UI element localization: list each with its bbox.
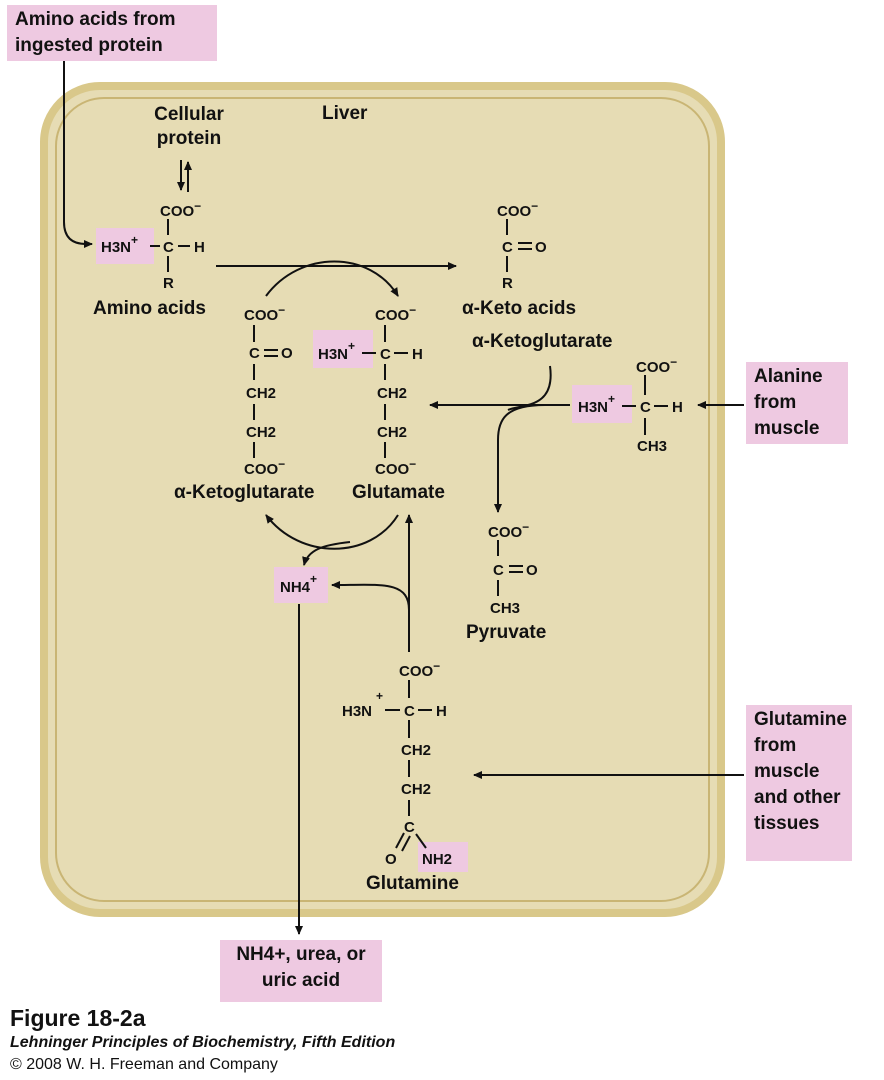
- glu-coo-bottom: COO−: [375, 457, 416, 478]
- h3n-highlight-glutamate: [313, 330, 373, 368]
- alanine-to-pyruvate: [494, 404, 546, 513]
- amino-acids-label: Amino acids: [93, 298, 206, 319]
- aa-r: R: [163, 275, 174, 292]
- ingested-arrow: [63, 60, 93, 248]
- gln-ch2-1: CH2: [401, 742, 431, 759]
- h3n-highlight-top: [96, 228, 154, 264]
- akg-o: O: [281, 345, 293, 362]
- gln-h3n: H3N: [342, 703, 372, 720]
- reaction-arrows: [63, 60, 744, 935]
- glutamine-to-nh4: [331, 580, 410, 611]
- alpha-ketoglutarate-left-label: α-Ketoglutarate: [174, 482, 315, 503]
- ala-h3n: H3N+: [578, 392, 615, 416]
- aa-coo: COO−: [160, 199, 201, 220]
- h3n-highlight-alanine: [572, 385, 632, 423]
- ala-coo: COO−: [636, 355, 677, 376]
- figure-title: Figure 18-2a: [10, 1005, 146, 1031]
- glu-ch2-2: CH2: [377, 424, 407, 441]
- glutamine-source-box: Glutamine from muscle and other tissues: [746, 705, 852, 861]
- gln-o: O: [385, 851, 397, 868]
- glutamine-label: Glutamine: [366, 873, 459, 894]
- cellular-protein-label: Cellular protein: [154, 104, 224, 149]
- gln-c: C: [404, 703, 415, 720]
- alpha-ketoglutarate-right-label: α-Ketoglutarate: [472, 331, 613, 352]
- ingested-protein-box: Amino acids from ingested protein: [7, 5, 217, 61]
- liver-label: Liver: [322, 103, 368, 124]
- akg-coo-top: COO−: [244, 303, 285, 324]
- nh4-urea-label: NH4+, urea, or uric acid: [236, 944, 366, 991]
- akg-coo-bottom: COO−: [244, 457, 285, 478]
- aa-h3n: H3N+: [101, 233, 138, 256]
- gln-c-amide: C: [404, 819, 415, 836]
- book-title: Lehninger Principles of Biochemistry, Fi…: [10, 1034, 396, 1051]
- aa-h: H: [194, 239, 205, 256]
- liver-cell-outer: [40, 82, 725, 917]
- alanine-box: Alanine from muscle: [746, 362, 848, 444]
- akg-c: C: [249, 345, 260, 362]
- chemical-bonds: [150, 219, 668, 852]
- nh4-urea-box: NH4+, urea, or uric acid: [220, 940, 382, 1002]
- glutamate-to-akg-arc: [265, 514, 399, 550]
- copyright: © 2008 W. H. Freeman and Company: [10, 1056, 278, 1073]
- akg-ch2-2: CH2: [246, 424, 276, 441]
- akg-ch2-1: CH2: [246, 385, 276, 402]
- nh4-highlight: [274, 567, 328, 603]
- gln-nh2: NH2: [422, 851, 452, 868]
- liver-cell-inner-border: [55, 97, 710, 902]
- glu-c: C: [380, 346, 391, 363]
- akg-curve: [507, 365, 552, 411]
- glu-coo-top: COO−: [375, 303, 416, 324]
- keto-r: R: [502, 275, 513, 292]
- pyruvate-label: Pyruvate: [466, 622, 547, 643]
- akg-to-glutamate-arc: [265, 260, 399, 297]
- pyr-o: O: [526, 562, 538, 579]
- nh4-cell: NH4+: [280, 572, 317, 596]
- pyr-coo: COO−: [488, 520, 529, 541]
- pyr-ch3: CH3: [490, 600, 520, 617]
- pyr-c: C: [493, 562, 504, 579]
- gln-h: H: [436, 703, 447, 720]
- gln-ch2-2: CH2: [401, 781, 431, 798]
- glu-h: H: [412, 346, 423, 363]
- glutamate-label: Glutamate: [352, 482, 445, 503]
- ala-ch3: CH3: [637, 438, 667, 455]
- ala-h: H: [672, 399, 683, 416]
- glu-h3n: H3N+: [318, 339, 355, 363]
- keto-c: C: [502, 239, 513, 256]
- ingested-protein-label: Amino acids from ingested protein: [15, 9, 176, 56]
- nh4-release-curve: [302, 541, 351, 566]
- gln-plus: +: [376, 689, 383, 703]
- ala-c: C: [640, 399, 651, 416]
- keto-o: O: [535, 239, 547, 256]
- keto-acids-label: α-Keto acids: [462, 298, 577, 319]
- gln-coo: COO−: [399, 659, 440, 680]
- alanine-label: Alanine from muscle: [754, 366, 823, 439]
- aa-c: C: [163, 239, 174, 256]
- keto-coo: COO−: [497, 199, 538, 220]
- glu-ch2-1: CH2: [377, 385, 407, 402]
- glutamine-source-label: Glutamine from muscle and other tissues: [754, 709, 847, 834]
